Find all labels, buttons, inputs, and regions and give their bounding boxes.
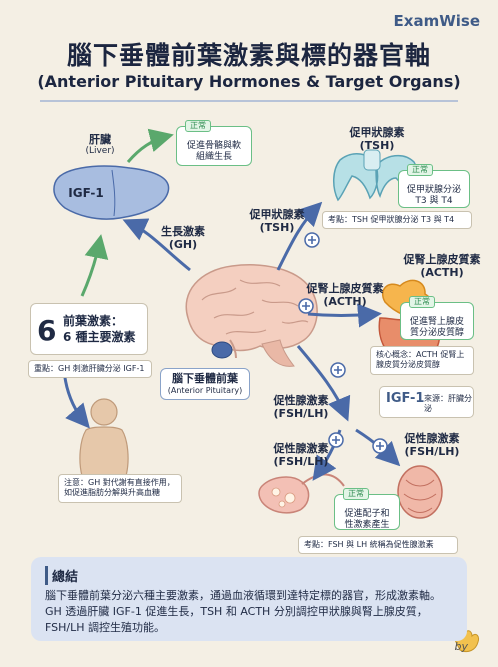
normal-tag: 正常	[409, 296, 435, 308]
arrow-to-fsh	[296, 345, 351, 422]
title-divider	[40, 100, 458, 102]
summary-box: 總結 腦下垂體前葉分泌六種主要激素，通過血液循環到達特定標的器官，形成激素軸。G…	[31, 557, 467, 641]
anterior-pituitary-label: 腦下垂體前葉 (Anterior Pituitary)	[160, 368, 250, 400]
normal-tag: 正常	[343, 488, 369, 500]
fsh-note: 考點：FSH 與 LH 統稱為促性腺激素	[298, 536, 458, 555]
igf-source-box: IGF-1 來源：肝臟分泌	[379, 386, 474, 418]
arrow-liver-to-growth	[126, 128, 174, 163]
page-title: 腦下垂體前葉激素與標的器官軸	[66, 41, 431, 70]
normal-tag: 正常	[185, 120, 211, 132]
pituitary-gland	[211, 341, 233, 359]
gonad-effect-box: 正常 促進配子和性激素產生	[334, 488, 400, 530]
thyroid-organ-label: 促甲狀腺素 (TSH)	[349, 126, 405, 153]
body-note: 注意：GH 對代謝有直接作用，如促進脂肪分解與升高血糖	[58, 474, 182, 503]
brain-illustration	[185, 264, 318, 352]
tsh-note: 考點：TSH 促甲狀腺分泌 T3 與 T4	[322, 211, 472, 230]
six-text: 前葉激素： 6 種主要激素	[63, 314, 136, 345]
arrow-to-acth	[307, 303, 382, 328]
adrenal-organ-label: 促腎上腺皮質素 (ACTH)	[403, 253, 481, 280]
growth-effect-box: 正常 促進骨骼與軟組織生長	[176, 120, 252, 166]
ovary-illustration	[258, 473, 345, 514]
liver-igf-label: IGF-1	[68, 186, 104, 200]
arrow-to-body	[62, 369, 90, 429]
page-subtitle: (Anterior Pituitary Hormones & Target Or…	[37, 72, 461, 91]
brand-logo: ExamWise	[393, 12, 480, 30]
igf-source: 來源：肝臟分泌	[424, 394, 472, 413]
fsh-arrow-label-2: 促性腺激素 (FSH/LH)	[273, 442, 329, 469]
arrow-gh-to-liver	[122, 218, 191, 272]
arrow-pituitary-to-six	[80, 234, 109, 297]
gh-label: 生長激素 (GH)	[161, 225, 205, 252]
six-number: 6	[37, 314, 57, 347]
acth-arrow-label: 促腎上腺皮質素 (ACTH)	[306, 282, 384, 309]
summary-heading: 總結	[45, 566, 453, 585]
summary-body: 腦下垂體前葉分泌六種主要激素，通過血液循環到達特定標的器官，形成激素軸。GH 透…	[45, 589, 441, 634]
igf-title: IGF-1	[386, 391, 425, 406]
testis-illustration	[397, 465, 443, 519]
acth-note: 核心概念：ACTH 促腎上腺皮質分泌皮質醇	[370, 346, 474, 375]
normal-tag: 正常	[407, 164, 433, 176]
liver-illustration	[53, 165, 170, 220]
adrenal-effect-box: 正常 促進腎上腺皮質分泌皮質醇	[400, 296, 474, 340]
arrow-to-tsh	[276, 201, 323, 271]
gh-note: 重點：GH 刺激肝臟分泌 IGF-1	[28, 360, 152, 379]
liver-label: 肝臟 (Liver)	[85, 133, 115, 157]
fsh-arrow-label-1: 促性腺激素 (FSH/LH)	[273, 394, 329, 421]
tsh-arrow-label: 促甲狀腺素 (TSH)	[249, 208, 305, 235]
byline: by	[454, 640, 469, 653]
six-hormones-box: 6 前葉激素： 6 種主要激素	[30, 303, 148, 355]
thyroid-effect-box: 正常 促甲狀腺分泌 T3 與 T4	[398, 164, 470, 208]
gonad-organ-label: 促性腺激素 (FSH/LH)	[404, 432, 460, 459]
